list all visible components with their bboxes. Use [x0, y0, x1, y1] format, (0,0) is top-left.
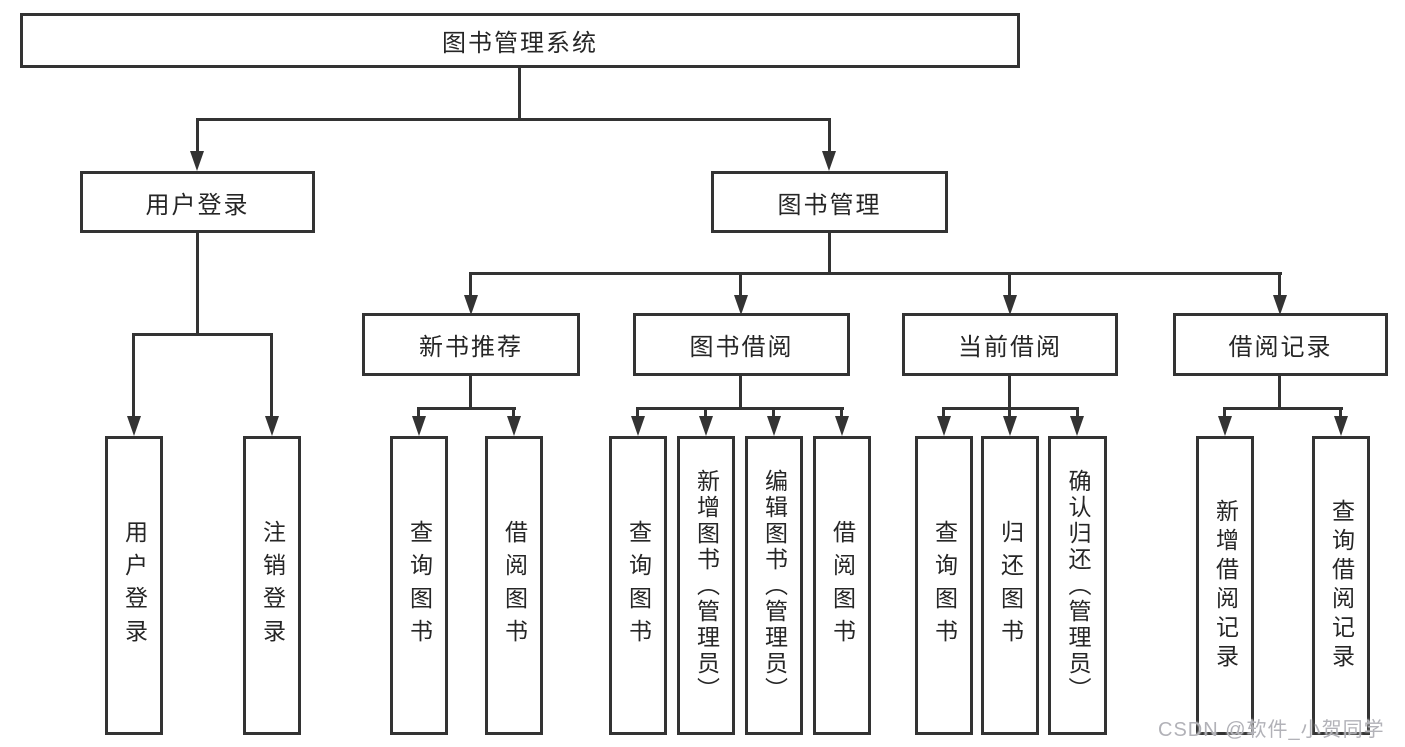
node-current-borrowing: 当前借阅: [902, 313, 1118, 376]
node-label: 图书借阅: [689, 334, 794, 361]
node-book-management: 图书管理: [711, 171, 948, 233]
connector-hline: [417, 407, 516, 410]
connector-vline: [1008, 407, 1011, 416]
node-label: 当前借阅: [958, 334, 1062, 361]
arrow-down-icon: [767, 416, 781, 436]
leaf-query-borrow-record: 查询借阅记录: [1312, 436, 1370, 735]
node-label: 用户登录: [121, 519, 148, 652]
arrow-down-icon: [464, 295, 478, 315]
node-label: 注销登录: [259, 519, 286, 652]
connector-vline: [196, 118, 199, 151]
node-label: 借阅图书: [829, 519, 856, 652]
connector-vline: [739, 376, 742, 407]
node-label: 图书管理: [777, 191, 882, 219]
connector-vline: [1278, 272, 1281, 295]
arrow-down-icon: [631, 416, 645, 436]
arrow-down-icon: [1003, 416, 1017, 436]
arrow-down-icon: [1218, 416, 1232, 436]
node-library-management-system: 图书管理系统: [20, 13, 1020, 68]
arrow-down-icon: [699, 416, 713, 436]
connector-vline: [942, 407, 945, 416]
connector-vline: [739, 272, 742, 295]
arrow-down-icon: [127, 416, 141, 436]
connector-vline: [772, 407, 775, 416]
connector-vline: [518, 67, 521, 118]
connector-vline: [1076, 407, 1079, 416]
connector-hline: [1223, 407, 1343, 410]
node-label: 查询图书: [625, 519, 652, 652]
node-label: 查询借阅记录: [1328, 498, 1355, 673]
node-new-book-recommendation: 新书推荐: [362, 313, 580, 376]
leaf-return-books: 归还图书: [981, 436, 1039, 735]
connector-vline: [636, 407, 639, 416]
connector-vline: [1339, 407, 1342, 416]
leaf-query-books-borrowing: 查询图书: [609, 436, 667, 735]
leaf-user-login: 用户登录: [105, 436, 163, 735]
leaf-query-books-recommend: 查询图书: [390, 436, 448, 735]
connector-vline: [132, 333, 135, 416]
node-user-login: 用户登录: [80, 171, 315, 233]
node-label: 编辑图书（管理员）: [761, 468, 788, 703]
node-label: 新增借阅记录: [1212, 498, 1239, 673]
connector-vline: [469, 376, 472, 407]
node-label: 确认归还（管理员）: [1065, 468, 1091, 703]
node-book-borrowing: 图书借阅: [633, 313, 850, 376]
leaf-add-book-admin: 新增图书（管理员）: [677, 436, 735, 735]
connector-vline: [1223, 407, 1226, 416]
leaf-query-books-current: 查询图书: [915, 436, 973, 735]
arrow-down-icon: [1003, 295, 1017, 315]
arrow-down-icon: [507, 416, 521, 436]
arrow-down-icon: [734, 295, 748, 315]
node-label: 图书管理系统: [442, 30, 598, 57]
connector-hline: [469, 272, 1282, 275]
leaf-edit-book-admin: 编辑图书（管理员）: [745, 436, 803, 735]
arrow-down-icon: [412, 416, 426, 436]
connector-vline: [512, 407, 515, 416]
leaf-borrow-books-borrowing: 借阅图书: [813, 436, 871, 735]
arrow-down-icon: [1070, 416, 1084, 436]
watermark: CSDN @软件_小贺同学: [1158, 719, 1385, 741]
connector-vline: [1008, 376, 1011, 407]
connector-vline: [1008, 272, 1011, 295]
connector-vline: [828, 233, 831, 272]
arrow-down-icon: [1334, 416, 1348, 436]
connector-hline: [132, 333, 273, 336]
connector-hline: [196, 118, 831, 121]
node-label: 用户登录: [145, 191, 250, 219]
node-label: 查询图书: [406, 519, 433, 652]
node-borrowing-records: 借阅记录: [1173, 313, 1388, 376]
node-label: 新增图书（管理员）: [693, 468, 720, 703]
node-label: 归还图书: [997, 519, 1024, 652]
leaf-confirm-return-admin: 确认归还（管理员）: [1048, 436, 1107, 735]
connector-vline: [1278, 376, 1281, 407]
connector-vline: [828, 118, 831, 151]
arrow-down-icon: [937, 416, 951, 436]
connector-vline: [417, 407, 420, 416]
connector-vline: [469, 272, 472, 295]
arrow-down-icon: [1273, 295, 1287, 315]
node-label: 借阅记录: [1228, 334, 1333, 361]
leaf-add-borrow-record: 新增借阅记录: [1196, 436, 1254, 735]
arrow-down-icon: [835, 416, 849, 436]
connector-vline: [840, 407, 843, 416]
connector-vline: [196, 233, 199, 333]
connector-hline: [636, 407, 844, 410]
arrow-down-icon: [822, 151, 836, 171]
node-label: 新书推荐: [419, 334, 523, 361]
arrow-down-icon: [190, 151, 204, 171]
connector-vline: [704, 407, 707, 416]
leaf-logout: 注销登录: [243, 436, 301, 735]
connector-vline: [270, 333, 273, 416]
node-label: 借阅图书: [501, 519, 528, 652]
arrow-down-icon: [265, 416, 279, 436]
node-label: 查询图书: [931, 519, 958, 652]
leaf-borrow-books-recommend: 借阅图书: [485, 436, 543, 735]
